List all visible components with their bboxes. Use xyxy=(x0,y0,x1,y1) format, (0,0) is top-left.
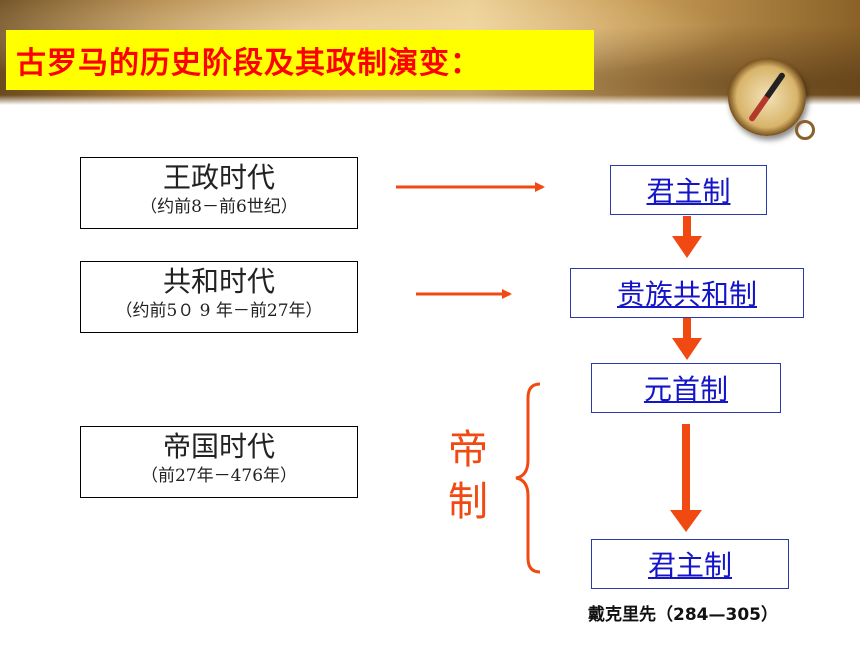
era-name: 王政时代 xyxy=(162,161,275,194)
era-box-kingdom: 王政时代 （约前8－前6世纪） xyxy=(80,157,358,229)
era-name: 帝国时代 xyxy=(162,430,275,463)
system-box-dominate[interactable]: 君主制 xyxy=(591,539,789,589)
compass-icon xyxy=(728,58,806,136)
arrow-down-icon xyxy=(672,318,702,360)
system-box-aristocratic-republic[interactable]: 贵族共和制 xyxy=(570,268,804,318)
era-period: （前27年－476年） xyxy=(140,466,298,486)
system-link-aristocratic-republic[interactable]: 贵族共和制 xyxy=(616,278,757,311)
era-name: 共和时代 xyxy=(162,265,275,298)
system-link-dominate[interactable]: 君主制 xyxy=(647,549,732,582)
system-link-monarchy[interactable]: 君主制 xyxy=(646,175,731,208)
arrow-down-icon xyxy=(672,216,702,258)
empire-label: 帝制 xyxy=(448,427,488,525)
arrow-down-icon xyxy=(670,424,702,532)
era-box-republic: 共和时代 （约前5０ 9 年－前27年） xyxy=(80,261,358,333)
title-box: 古罗马的历史阶段及其政制演变： xyxy=(6,30,594,90)
compass-ring-icon xyxy=(795,120,815,140)
system-box-monarchy[interactable]: 君主制 xyxy=(610,165,767,215)
system-link-principate[interactable]: 元首制 xyxy=(643,373,728,406)
era-period: （约前5０ 9 年－前27年） xyxy=(115,301,323,321)
curly-brace-icon xyxy=(515,382,541,574)
era-box-empire: 帝国时代 （前27年－476年） xyxy=(80,426,358,498)
page-title: 古罗马的历史阶段及其政制演变： xyxy=(16,46,481,81)
system-box-principate[interactable]: 元首制 xyxy=(591,363,781,413)
footnote-diocletian: 戴克里先（284—305） xyxy=(588,605,778,625)
era-period: （约前8－前6世纪） xyxy=(140,197,298,217)
